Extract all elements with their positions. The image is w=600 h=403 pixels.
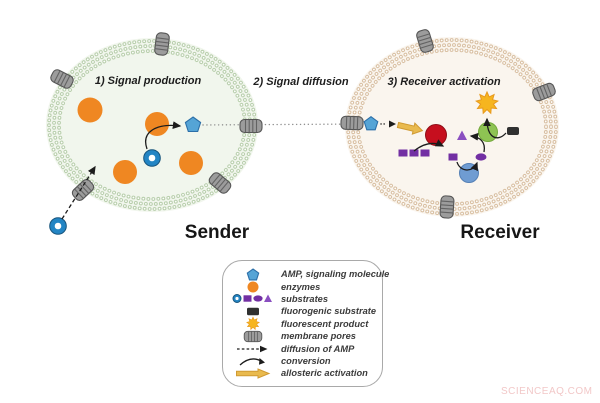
legend-row-amp: AMP, signaling molecule: [229, 268, 389, 281]
receiver-cell: [345, 37, 559, 217]
stage-label-signal-production: 1) Signal production: [94, 75, 202, 87]
amp-pentagon-icon: [363, 116, 379, 131]
fluorescent-product-icon: [475, 90, 499, 115]
red-enzyme-icon: [425, 124, 447, 146]
sender-contents: [49, 97, 203, 235]
sender-cell-label: Sender: [184, 222, 250, 243]
amp-pentagon-icon: [229, 268, 276, 281]
substrate-donut-icon: [143, 149, 161, 167]
substrates-icons: [229, 293, 276, 304]
legend-row-allosteric: allosteric activation: [229, 367, 376, 379]
stage-label-signal-diffusion: 2) Signal diffusion: [253, 76, 349, 88]
receiver-contents: [363, 90, 519, 183]
fluorescent-product-icon: [229, 316, 276, 331]
enzyme-icon: [145, 112, 169, 136]
pore-icon: [340, 115, 364, 131]
pore-icon: [153, 31, 171, 57]
fluorogenic-substrate-icon: [507, 127, 519, 135]
watermark: SCIENCEAQ.COM: [501, 386, 593, 397]
conversion-arrow: [456, 161, 478, 172]
amp-pentagon-icon: [184, 116, 202, 133]
diffusion-arrow-icon: [229, 345, 276, 353]
legend-row-conversion: conversion: [229, 355, 376, 367]
conversion-arrow-icon: [229, 355, 276, 367]
legend-row-pores: membrane pores: [229, 330, 376, 342]
conversion-arrow: [145, 121, 182, 150]
legend-box: AMP, signaling molecule enzymes substrat…: [222, 260, 389, 387]
enzyme-icon: [113, 160, 137, 184]
legend-row-diffusion: diffusion of AMP: [229, 342, 376, 354]
membrane-pore-icon: [229, 330, 276, 343]
allosteric-activation-arrow: [396, 121, 424, 135]
legend-row-fluorescent: fluorescent product: [229, 316, 376, 331]
substrate-square-icon: [448, 153, 458, 161]
substrate-donut-icon: [49, 217, 67, 235]
receiver-cell-label: Receiver: [460, 222, 540, 243]
arrowhead-icon: [389, 120, 396, 128]
substrate-triangle-icon: [457, 130, 467, 140]
conversion-arrow: [483, 117, 507, 139]
fluorogenic-substrate-icon: [229, 307, 276, 316]
enzyme-circle-icon: [229, 281, 276, 293]
allosteric-arrow-icon: [229, 368, 276, 379]
legend-row-substrates: substrates: [229, 293, 376, 305]
substrate-square-icon: [420, 149, 430, 157]
conversion-arrow: [413, 139, 445, 152]
substrate-oval-icon: [475, 153, 487, 161]
enzyme-icon: [77, 97, 103, 123]
conversion-arrow: [469, 132, 486, 153]
pore-icon: [439, 195, 455, 219]
legend-row-fluorogenic: fluorogenic substrate: [229, 305, 376, 317]
enzyme-icon: [179, 151, 203, 175]
substrate-square-icon: [409, 149, 419, 157]
legend-row-enzymes: enzymes: [229, 280, 376, 293]
stage-label-receiver-activation: 3) Receiver activation: [387, 76, 501, 88]
diffusion-dotted-line: [202, 123, 364, 126]
substrate-square-icon: [398, 149, 408, 157]
diffusion-entry-arrow: [61, 165, 96, 220]
pore-icon: [239, 118, 263, 134]
